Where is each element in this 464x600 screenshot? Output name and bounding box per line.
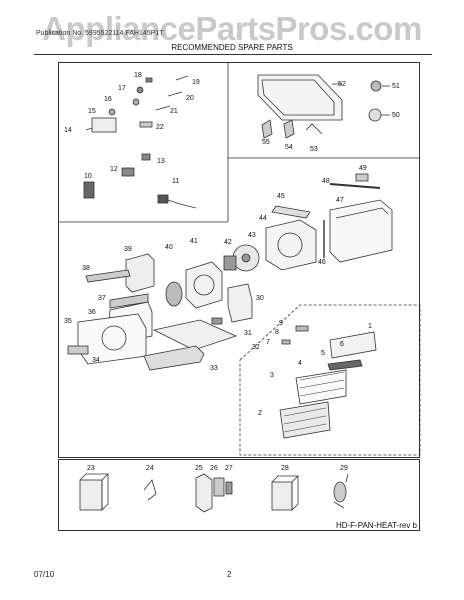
part-label-42: 42 xyxy=(224,239,232,246)
part-label-28: 28 xyxy=(281,465,289,472)
main-diagram-frame xyxy=(58,62,420,458)
part-label-30: 30 xyxy=(256,295,264,302)
part-label-31: 31 xyxy=(244,330,252,337)
part-label-34: 34 xyxy=(92,357,100,364)
part-label-50: 50 xyxy=(392,112,400,119)
part-label-25: 25 xyxy=(195,465,203,472)
fan-motor-part-42 xyxy=(223,255,237,271)
part-label-8: 8 xyxy=(275,329,279,336)
coil-part-23 xyxy=(79,479,103,511)
part-label-22: 22 xyxy=(156,124,164,131)
front-grille-part xyxy=(257,74,343,121)
part-label-19: 19 xyxy=(192,79,200,86)
part-label-26: 26 xyxy=(210,465,218,472)
part-label-51: 51 xyxy=(392,83,400,90)
part-label-24: 24 xyxy=(146,465,154,472)
air-filter-part-3 xyxy=(295,369,347,405)
model-line: Publication No. 5995522114 FAH145P1T xyxy=(36,30,164,37)
part-label-7: 7 xyxy=(266,339,270,346)
part-label-41: 41 xyxy=(190,238,198,245)
part-label-16: 16 xyxy=(104,96,112,103)
filter-dashed-region xyxy=(239,304,421,456)
part-label-1: 1 xyxy=(368,323,372,330)
blower-wheel-part-40 xyxy=(165,281,183,307)
part-label-18: 18 xyxy=(134,72,142,79)
part-label-33: 33 xyxy=(210,365,218,372)
part-label-44: 44 xyxy=(259,215,267,222)
part-label-35: 35 xyxy=(64,318,72,325)
part-label-43: 43 xyxy=(248,232,256,239)
part-label-37: 37 xyxy=(98,295,106,302)
part-label-49: 49 xyxy=(359,165,367,172)
section-title: RECOMMENDED SPARE PARTS xyxy=(171,43,293,52)
diagram-id: HD-F-PAN-HEAT-rev b xyxy=(335,521,417,530)
part-label-45: 45 xyxy=(277,193,285,200)
part-label-12: 12 xyxy=(110,166,118,173)
remote-control-part-10 xyxy=(83,181,95,199)
control-box-part-14 xyxy=(91,117,117,133)
part-label-13: 13 xyxy=(157,158,165,165)
coil-part-28 xyxy=(271,481,293,511)
part-label-52: 52 xyxy=(338,81,346,88)
part-label-55: 55 xyxy=(262,139,270,146)
part-label-40: 40 xyxy=(165,244,173,251)
part-label-4: 4 xyxy=(298,360,302,367)
part-label-39: 39 xyxy=(124,246,132,253)
header-rule xyxy=(34,54,432,55)
knob-part-51 xyxy=(370,80,382,92)
part-label-46: 46 xyxy=(318,259,326,266)
footer-date: 07/10 xyxy=(34,570,55,579)
blower-housing-part-41 xyxy=(185,261,223,309)
part-label-5: 5 xyxy=(321,350,325,357)
part-label-53: 53 xyxy=(310,146,318,153)
part-label-29: 29 xyxy=(340,465,348,472)
compressor-part-29 xyxy=(333,481,347,503)
accessories-frame xyxy=(58,459,420,531)
part-label-3: 3 xyxy=(270,372,274,379)
front-panel-part-35 xyxy=(77,313,147,365)
part-label-10: 10 xyxy=(84,173,92,180)
part-label-2: 2 xyxy=(258,410,262,417)
part-label-21: 21 xyxy=(170,108,178,115)
part-label-48: 48 xyxy=(322,178,330,185)
part-label-6: 6 xyxy=(340,341,344,348)
part-label-23: 23 xyxy=(87,465,95,472)
evaporator-part-39 xyxy=(125,253,155,293)
part-label-15: 15 xyxy=(88,108,96,115)
part-label-20: 20 xyxy=(186,95,194,102)
watermark-logo: AppliancePartsPros.com xyxy=(42,10,422,47)
page-number: 2 xyxy=(227,570,232,579)
part-label-11: 11 xyxy=(172,178,179,185)
cabinet-part-47 xyxy=(329,199,393,263)
part-label-32: 32 xyxy=(252,344,260,351)
condenser-shroud-part-44 xyxy=(265,219,317,271)
part-label-38: 38 xyxy=(82,265,90,272)
part-label-17: 17 xyxy=(118,85,126,92)
part-label-36: 36 xyxy=(88,309,96,316)
part-label-54: 54 xyxy=(285,144,293,151)
knob-part-50 xyxy=(368,108,382,122)
part-label-27: 27 xyxy=(225,465,233,472)
scroll-part-30 xyxy=(227,283,253,323)
part-label-47: 47 xyxy=(336,197,344,204)
base-pan-part-32 xyxy=(152,319,238,351)
part-label-14: 14 xyxy=(64,127,72,134)
part-label-9: 9 xyxy=(279,320,283,327)
